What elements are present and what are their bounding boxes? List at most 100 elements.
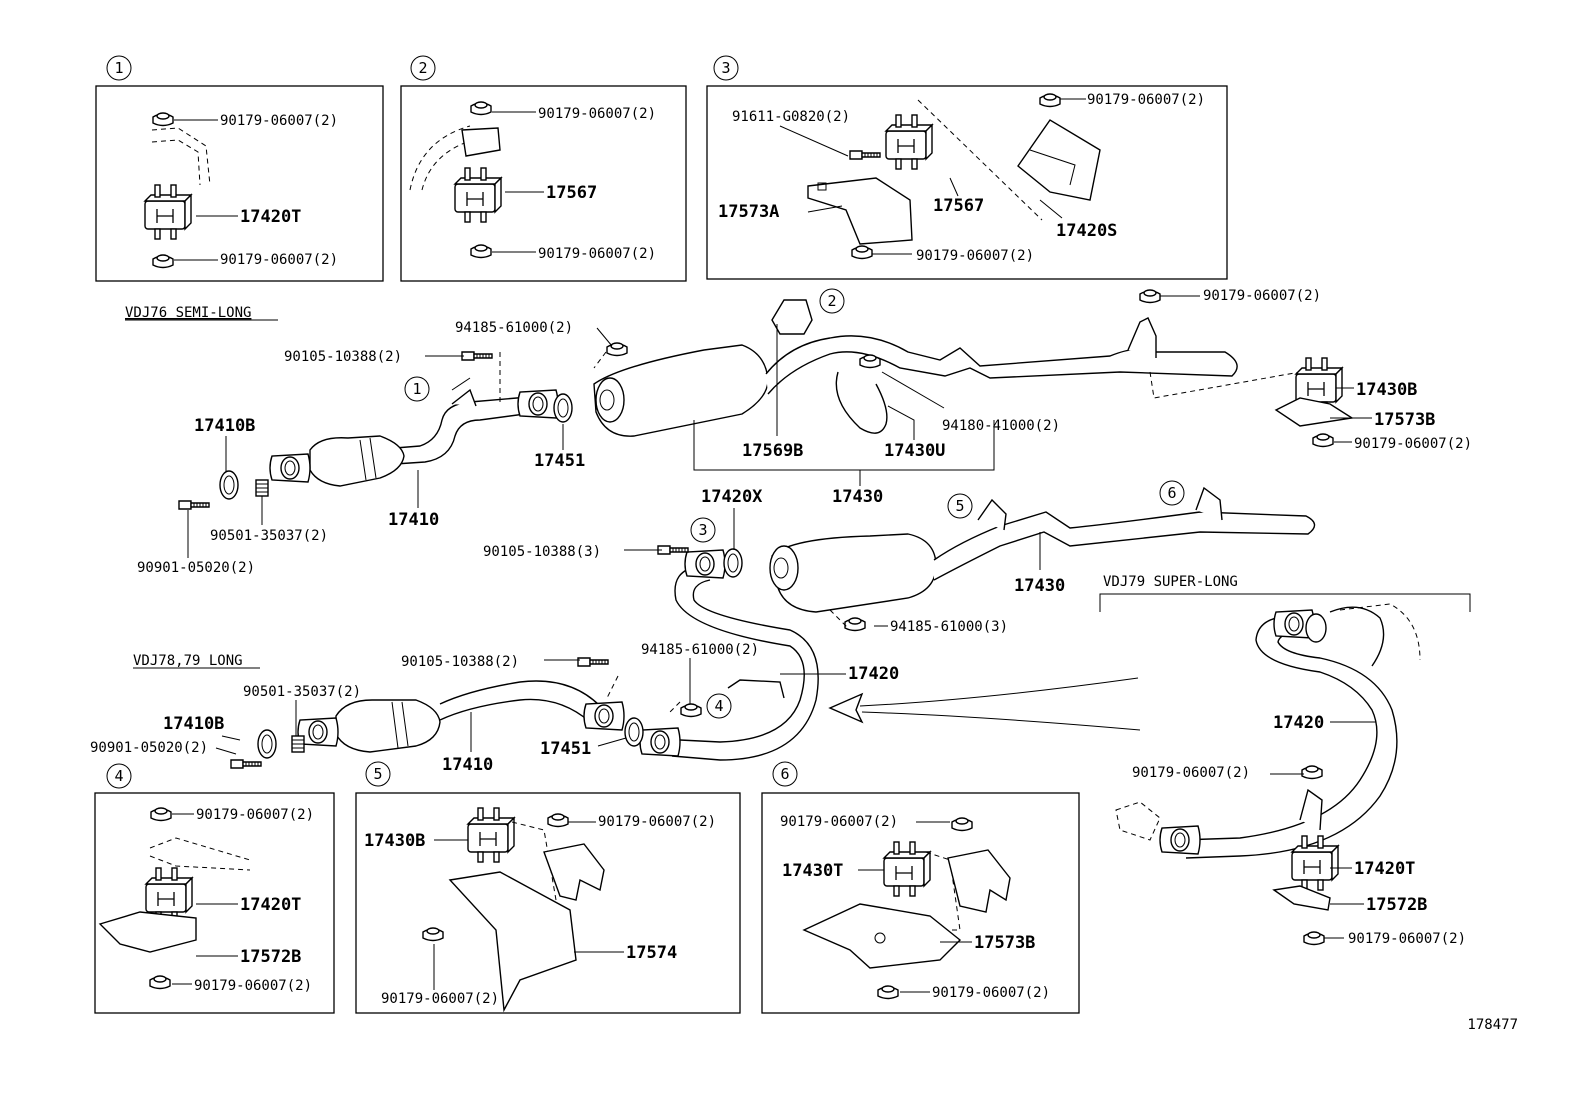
hex-nut-icon: [851, 245, 873, 260]
detail-box-6: 6 90179-06007(2) 17430T 17573B 90179-060…: [761, 761, 1080, 1014]
hex-nut-icon: [877, 985, 899, 1000]
hex-nut-icon: [149, 975, 171, 990]
label-sl-gasket: 17451: [534, 451, 585, 471]
label-sl-front-pipe: 17410: [388, 510, 439, 530]
label-sul-bracket: 17572B: [1366, 895, 1427, 915]
label-d5-bracket: 17574: [626, 943, 677, 963]
hex-nut-icon: [859, 354, 881, 369]
hex-nut-icon: [1301, 765, 1323, 780]
section-semi-long: VDJ76 SEMI-LONG: [125, 288, 1472, 576]
label-d2-nut-bot: 90179-06007(2): [538, 246, 656, 262]
bolt-icon: [577, 657, 609, 667]
label-l-front-gasket: 17410B: [163, 714, 224, 734]
label-l-nut-94185-3: 94185-61000(3): [890, 619, 1008, 635]
label-d4-bracket: 17572B: [240, 947, 301, 967]
detail-box-5: 5 17430B 90179-06007(2) 17574 90179-0600…: [355, 761, 741, 1014]
label-d3-bracket: 17573A: [718, 202, 779, 222]
hex-nut-icon: [1303, 931, 1325, 946]
detail-ref-3: 3: [698, 521, 707, 539]
section-title-semi-long: VDJ76 SEMI-LONG: [125, 305, 251, 321]
label-sl-nut-right-bot: 90179-06007(2): [1354, 436, 1472, 452]
label-d5-nut-bot: 90179-06007(2): [381, 991, 499, 1007]
gasket-ring-icon: [219, 470, 239, 500]
catalytic-converter-icon: [335, 699, 441, 753]
hex-nut-icon: [470, 244, 492, 259]
diagram-id: 178477: [1467, 1017, 1518, 1033]
hex-nut-icon: [606, 342, 628, 357]
label-l-nut-94185-2: 94185-61000(2): [641, 642, 759, 658]
label-l-gasket: 17451: [540, 739, 591, 759]
detail-box-3: 3 91611-G0820(2) 90179-06007(2) 17573A 1…: [706, 55, 1228, 280]
mid-flange-l: [583, 701, 625, 731]
label-d6-mount: 17430T: [782, 861, 843, 881]
label-l-center-pipe: 17420: [848, 664, 899, 684]
hex-nut-icon: [1312, 433, 1334, 448]
label-d6-nut-bot: 90179-06007(2): [932, 985, 1050, 1001]
label-d3-hanger: 17420S: [1056, 221, 1117, 241]
gasket-ring-icon: [624, 717, 644, 747]
label-sl-bolt-90105: 90105-10388(2): [284, 349, 402, 365]
detail-ref-6: 6: [1167, 484, 1176, 502]
label-sl-clamp-nut: 94180-41000(2): [942, 418, 1060, 434]
detail-marker-3: 3: [721, 59, 730, 77]
label-sl-mount-right: 17430B: [1356, 380, 1417, 400]
label-d3-nut-top: 90179-06007(2): [1087, 92, 1205, 108]
label-d1-nut-bot: 90179-06007(2): [220, 252, 338, 268]
detail-box-4: 4 90179-06007(2) 17420T 17572B 90179-060…: [94, 763, 335, 1014]
gasket-ring-icon: [723, 548, 743, 578]
hex-nut-icon: [152, 112, 174, 127]
arrow-icon: [828, 692, 864, 724]
label-l-spring: 90501-35037(2): [243, 684, 361, 700]
hex-nut-icon: [547, 813, 569, 828]
rubber-mount-icon: [454, 167, 502, 223]
label-d5-nut-top: 90179-06007(2): [598, 814, 716, 830]
label-sl-tail-pipe: 17430: [832, 487, 883, 507]
label-sl-clamp: 17430U: [884, 441, 945, 461]
label-d3-mount: 17567: [933, 196, 984, 216]
label-l-tail-pipe: 17430: [1014, 576, 1065, 596]
front-flange: [269, 453, 311, 483]
rear-flange-l: [639, 727, 681, 757]
rubber-mount-icon: [885, 114, 933, 170]
detail-marker-4: 4: [114, 767, 123, 785]
rubber-mount-icon: [144, 184, 192, 240]
label-d6-bracket: 17573B: [974, 933, 1035, 953]
center-flange: [517, 389, 559, 419]
label-sl-spring: 90501-35037(2): [210, 528, 328, 544]
label-d1-nut-top: 90179-06007(2): [220, 113, 338, 129]
detail-ref-1: 1: [412, 380, 421, 398]
bolt-icon: [657, 545, 689, 555]
label-sl-bracket-right: 17573B: [1374, 410, 1435, 430]
label-d5-mount: 17430B: [364, 831, 425, 851]
label-l-bolt-90105-2: 90105-10388(2): [401, 654, 519, 670]
hex-nut-icon: [1039, 93, 1061, 108]
detail-box-2: 2 90179-06007(2) 17567 90179-06007(2): [400, 55, 687, 282]
bolt-icon: [178, 500, 210, 510]
hex-nut-icon: [844, 617, 866, 632]
spring-icon: [255, 479, 269, 497]
hex-nut-icon: [470, 101, 492, 116]
section-long: VDJ78,79 LONG 3: [90, 480, 1316, 775]
label-sl-nut-94185: 94185-61000(2): [455, 320, 573, 336]
label-sul-nut-bot: 90179-06007(2): [1348, 931, 1466, 947]
gasket-ring-icon: [257, 729, 277, 759]
label-l-bolt-90901: 90901-05020(2): [90, 740, 208, 756]
detail-ref-5: 5: [955, 497, 964, 515]
label-d2-nut-top: 90179-06007(2): [538, 106, 656, 122]
label-l-center-gasket: 17420X: [701, 487, 763, 507]
label-d4-mount: 17420T: [240, 895, 301, 915]
label-l-front-pipe: 17410: [442, 755, 493, 775]
label-d4-nut-top: 90179-06007(2): [196, 807, 314, 823]
label-sl-nut-right: 90179-06007(2): [1203, 288, 1321, 304]
detail-box-1: 1 90179-06007(2) 17420T 90179-06007(2): [95, 55, 384, 282]
hex-nut-icon: [1139, 289, 1161, 304]
catalytic-converter-icon: [309, 435, 405, 487]
gasket-ring-icon: [553, 393, 573, 423]
label-sul-nut: 90179-06007(2): [1132, 765, 1250, 781]
rubber-mount-icon: [883, 841, 931, 897]
label-d3-bolt: 91611-G0820(2): [732, 109, 850, 125]
label-d1-mount: 17420T: [240, 207, 301, 227]
label-sl-front-pipe-gasket: 17410B: [194, 416, 255, 436]
center-flange-l: [684, 549, 726, 579]
